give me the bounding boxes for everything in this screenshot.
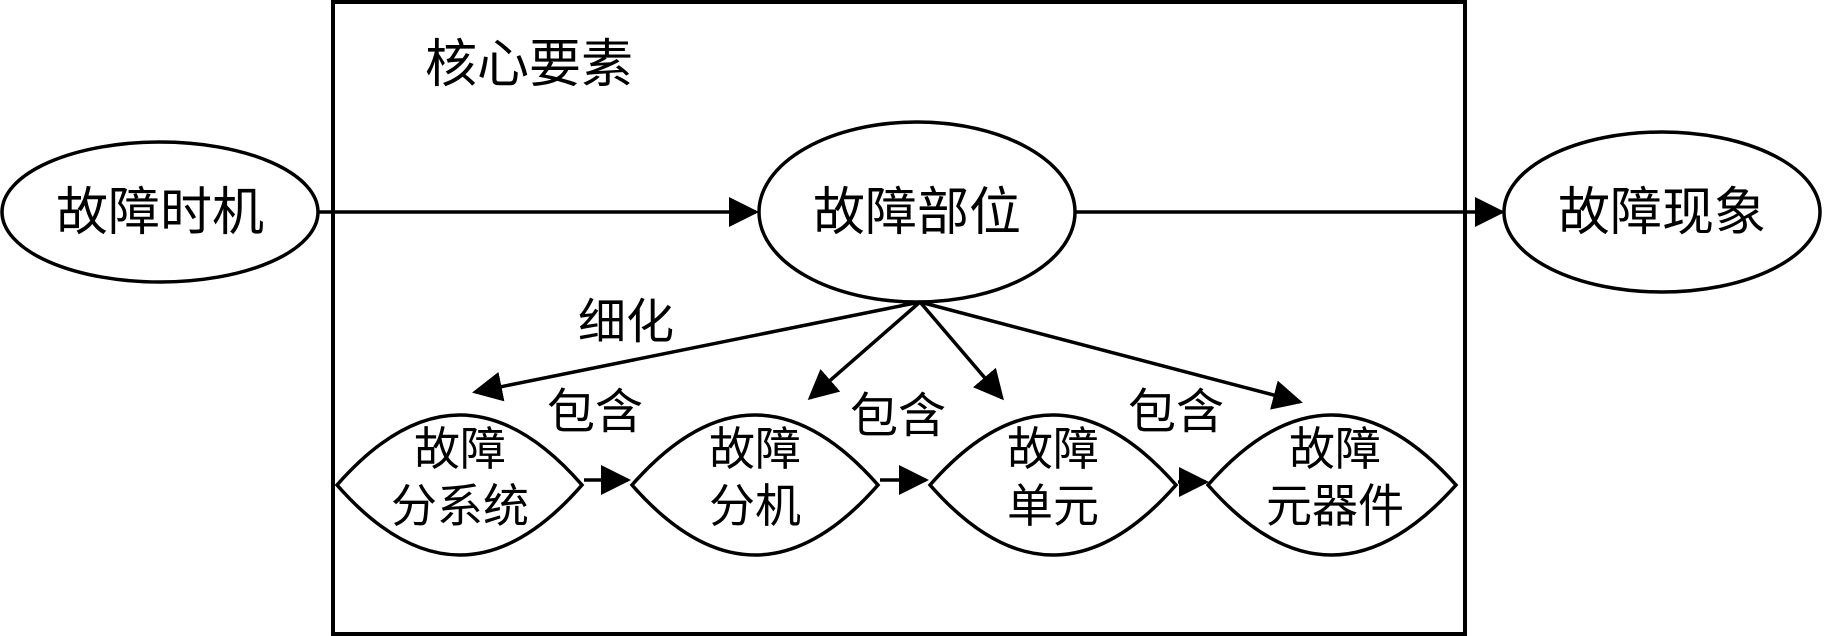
node-component-line2: 元器件 (1266, 479, 1404, 533)
arrow-location-to-component (919, 300, 1303, 410)
node-component: 故障 元器件 (1205, 413, 1459, 557)
node-subsystem-line2: 分系统 (391, 479, 529, 533)
node-machine-line1: 故障 (709, 422, 801, 476)
node-machine: 故障 分机 (629, 413, 881, 557)
node-subsystem: 故障 分系统 (334, 413, 585, 557)
label-contains-3: 包含 (1128, 384, 1224, 440)
node-fault-timing-label: 故障时机 (56, 183, 264, 243)
label-contains-2: 包含 (850, 388, 946, 444)
core-elements-box (331, 0, 1467, 636)
node-unit-line2: 单元 (1007, 479, 1099, 533)
arrow-location-to-machine (807, 300, 922, 400)
arrow-location-to-unit (918, 300, 1004, 401)
label-contains-1: 包含 (547, 384, 643, 440)
node-fault-location: 故障部位 (757, 120, 1077, 304)
node-fault-location-label: 故障部位 (813, 183, 1021, 243)
node-machine-line2: 分机 (709, 479, 801, 533)
node-fault-phenomenon-label: 故障现象 (1558, 183, 1766, 243)
node-subsystem-line1: 故障 (414, 422, 506, 476)
label-refine: 细化 (578, 294, 674, 350)
node-unit: 故障 单元 (927, 413, 1179, 557)
node-fault-timing: 故障时机 (0, 140, 320, 284)
node-fault-phenomenon: 故障现象 (1502, 130, 1822, 294)
node-component-line1: 故障 (1289, 422, 1381, 476)
node-unit-line1: 故障 (1007, 422, 1099, 476)
core-elements-title: 核心要素 (425, 35, 633, 95)
arrow-location-to-subsystem (472, 300, 921, 402)
